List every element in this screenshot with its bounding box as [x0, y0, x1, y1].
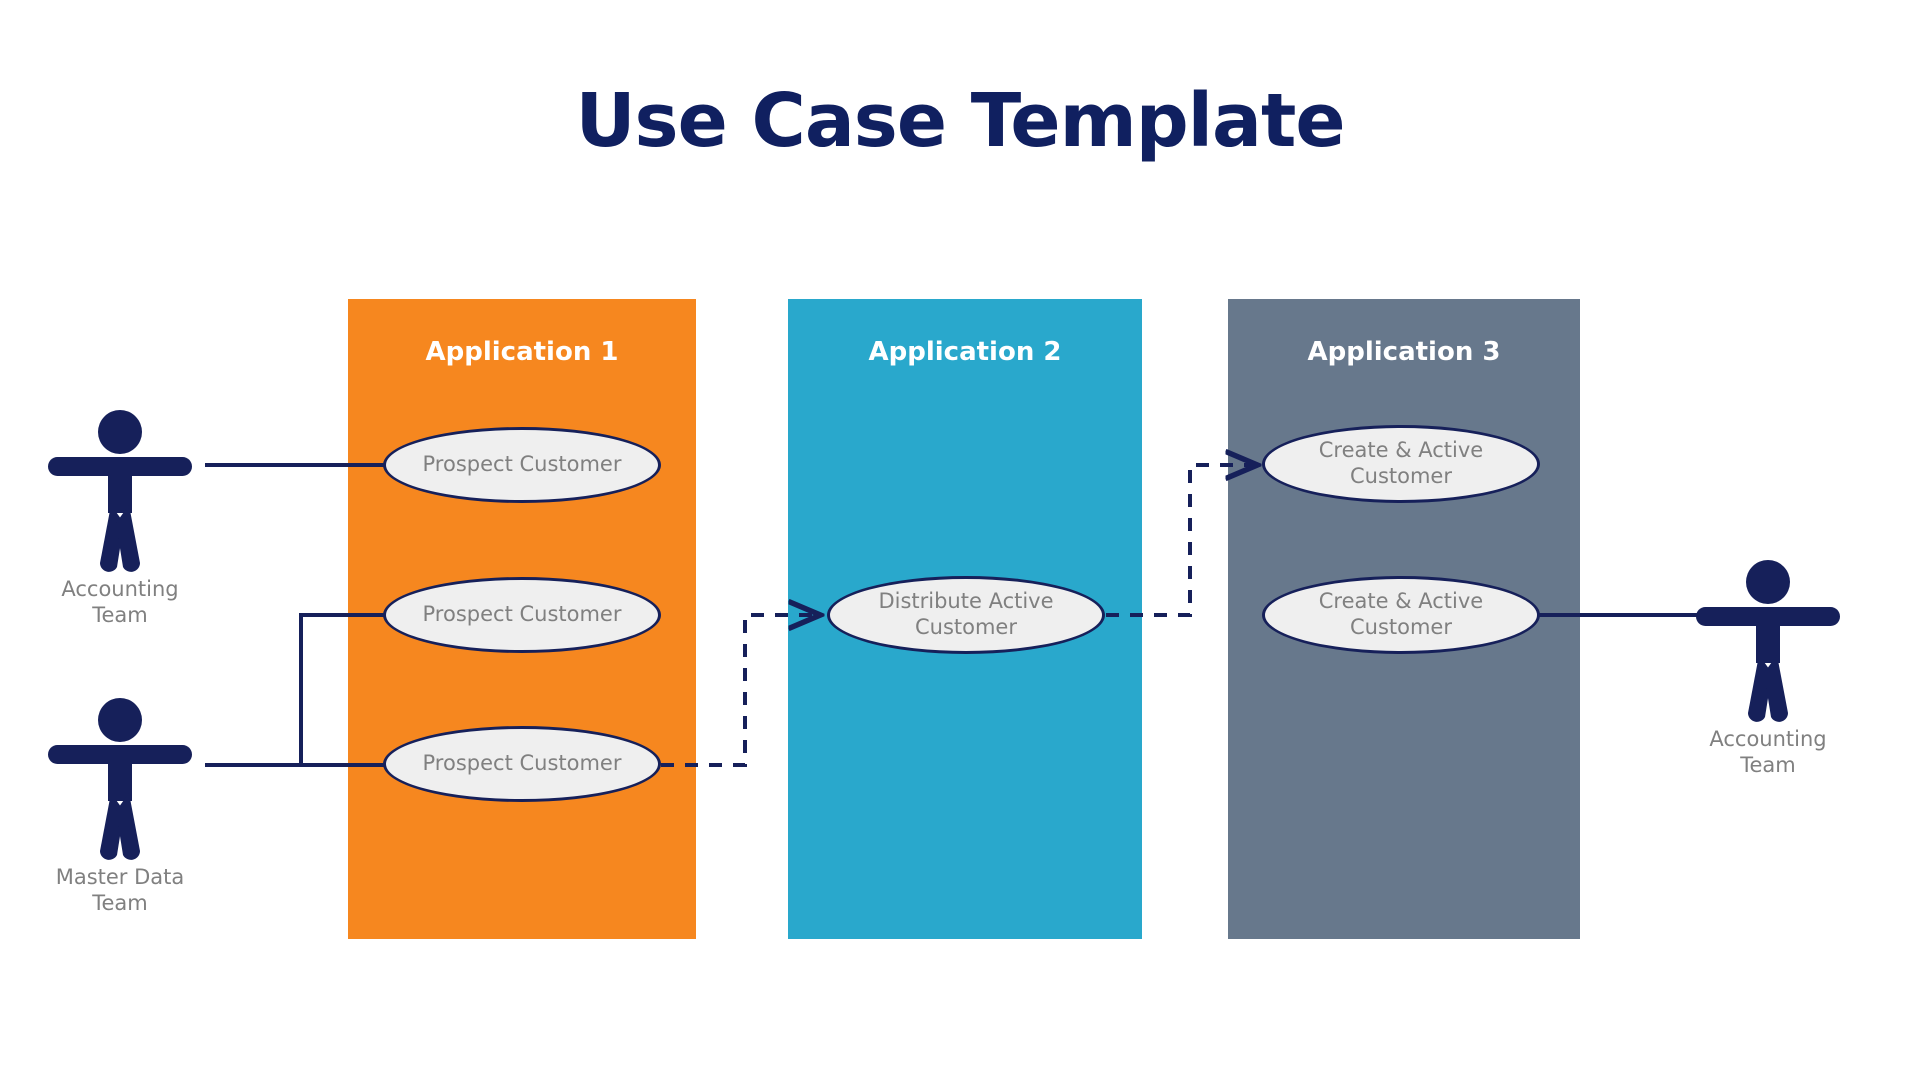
actor-label: Accounting Team: [1709, 727, 1827, 777]
use-case-label: Create & Active Customer: [1318, 438, 1484, 488]
actor-master-data-team[interactable]: Master Data Team: [40, 693, 200, 916]
use-case-label: Prospect Customer: [422, 602, 622, 627]
actor-stick-figure-icon: [1696, 560, 1840, 722]
actor-label: Master Data Team: [55, 865, 185, 915]
use-case-distribute-active-customer[interactable]: Distribute Active Customer: [827, 576, 1105, 654]
swimlane-title-application-1: Application 1: [425, 337, 619, 367]
use-case-label: Distribute Active Customer: [878, 589, 1054, 639]
use-case-label: Create & Active Customer: [1318, 589, 1484, 639]
use-case-prospect-customer-1[interactable]: Prospect Customer: [383, 427, 661, 503]
use-case-create-active-customer-1[interactable]: Create & Active Customer: [1262, 425, 1540, 503]
actor-stick-figure-icon: [48, 410, 192, 572]
actor-accounting-team-right[interactable]: Accounting Team: [1688, 555, 1848, 778]
use-case-prospect-customer-2[interactable]: Prospect Customer: [383, 577, 661, 653]
actor-stick-figure-icon: [48, 698, 192, 860]
page-title: Use Case Template: [575, 78, 1345, 164]
use-case-create-active-customer-2[interactable]: Create & Active Customer: [1262, 576, 1540, 654]
swimlane-title-application-3: Application 3: [1307, 337, 1501, 367]
actor-label: Accounting Team: [61, 577, 179, 627]
use-case-label: Prospect Customer: [422, 751, 622, 776]
use-case-label: Prospect Customer: [422, 452, 622, 477]
swimlane-title-application-2: Application 2: [868, 337, 1062, 367]
actor-accounting-team-left[interactable]: Accounting Team: [40, 405, 200, 628]
use-case-prospect-customer-3[interactable]: Prospect Customer: [383, 726, 661, 802]
